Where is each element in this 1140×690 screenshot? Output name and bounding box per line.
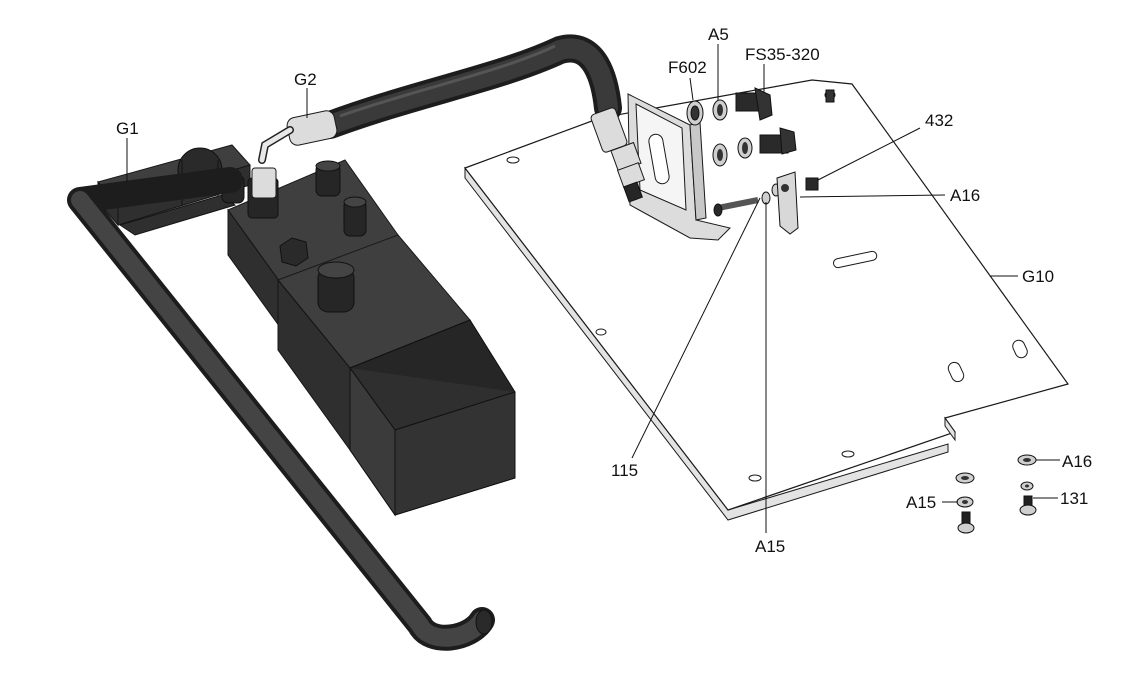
label-432: 432 — [925, 111, 953, 130]
hardware-upper — [686, 87, 819, 235]
label-131: 131 — [1060, 489, 1088, 508]
label-fs35-320: FS35-320 — [745, 45, 820, 64]
hose-g2 — [258, 34, 646, 203]
label-a15-bottom: A15 — [755, 537, 785, 556]
label-g2: G2 — [294, 70, 317, 89]
label-a5: A5 — [708, 25, 729, 44]
label-a16-top: A16 — [950, 186, 980, 205]
label-a16-right: A16 — [1062, 452, 1092, 471]
label-115: 115 — [611, 461, 638, 480]
label-a15-left: A15 — [906, 493, 936, 512]
label-f602: F602 — [668, 58, 707, 77]
mounting-bracket — [627, 93, 731, 241]
leader-lines — [126, 44, 1060, 533]
callout-labels: G1 G2 F602 A5 FS35-320 432 A16 G10 115 A… — [116, 25, 1092, 556]
hardware-lower — [955, 454, 1037, 534]
label-g10: G10 — [1022, 267, 1054, 286]
label-g1: G1 — [116, 119, 139, 138]
handle-bar-g1 — [67, 167, 495, 651]
